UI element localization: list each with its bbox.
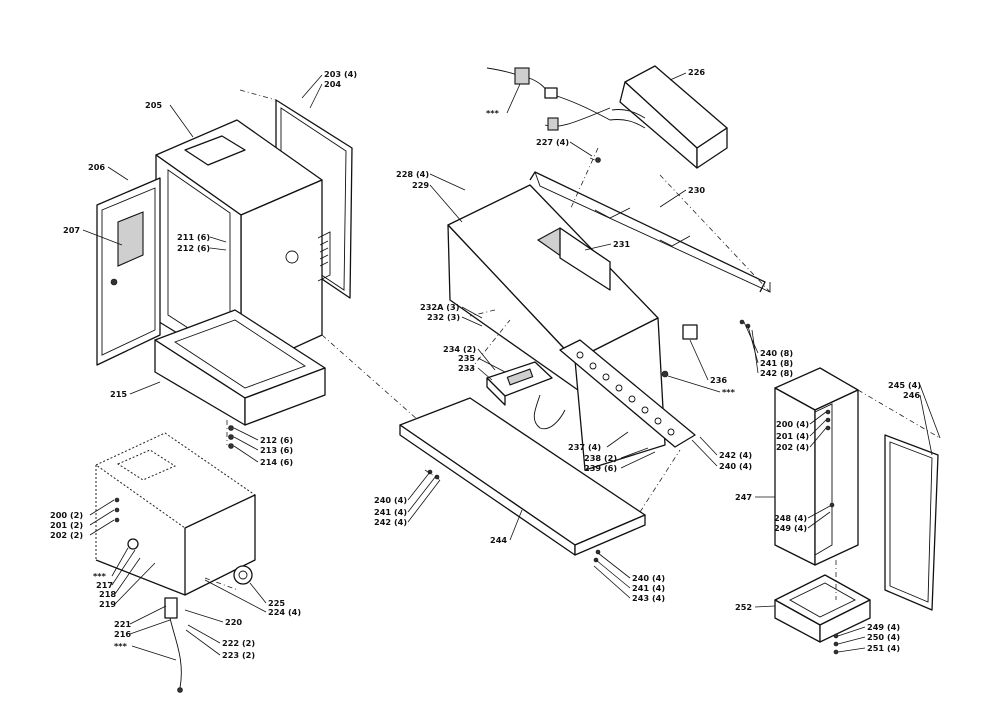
- column-assembly: [739, 319, 941, 655]
- callout-label: 218: [99, 589, 116, 599]
- callout-label: 246: [903, 390, 920, 400]
- callout-label: 232A (3): [420, 302, 460, 312]
- callout-label: 237 (4): [568, 442, 601, 452]
- callout-label: 205: [145, 100, 162, 110]
- callout-label: 202 (2): [50, 530, 83, 540]
- callout-label: 221: [114, 619, 131, 629]
- callout-label: 245 (4): [888, 380, 921, 390]
- leader-lines: [82, 72, 941, 661]
- tray-assembly: [399, 397, 681, 563]
- callout-label: 227 (4): [536, 137, 569, 147]
- callout-label: ***: [93, 571, 107, 581]
- mounting-bracket: [529, 171, 766, 293]
- callout-label: 242 (8): [760, 368, 793, 378]
- callout-label: 240 (4): [632, 573, 665, 583]
- callout-label: 252: [735, 602, 752, 612]
- callout-label: 200 (4): [776, 419, 809, 429]
- cabinet-base-side: [244, 367, 326, 426]
- callout-label: 248 (4): [774, 513, 807, 523]
- callout-label: 241 (4): [632, 583, 665, 593]
- callout-label: 243 (4): [632, 593, 665, 603]
- callout-label: 226: [688, 67, 705, 77]
- callout-label: 236: [710, 375, 727, 385]
- callout-label: 206: [88, 162, 105, 172]
- callout-label: 242 (4): [374, 517, 407, 527]
- module-assembly: [469, 319, 698, 448]
- callout-label: 241 (4): [374, 507, 407, 517]
- callout-label: 213 (6): [260, 445, 293, 455]
- callout-label: 249 (4): [774, 523, 807, 533]
- callout-label: 247: [735, 492, 752, 502]
- callout-label: 216: [114, 629, 131, 639]
- callout-label: 233: [458, 363, 475, 373]
- callout-label: 240 (8): [760, 348, 793, 358]
- callout-label: 225: [268, 598, 285, 608]
- callout-label: 204: [324, 79, 341, 89]
- side-panel: [884, 434, 939, 611]
- callout-label: 200 (2): [50, 510, 83, 520]
- callout-label: 201 (4): [776, 431, 809, 441]
- cabinet-door: [96, 177, 161, 366]
- column-side: [814, 389, 859, 566]
- callout-label: 219: [99, 599, 116, 609]
- callout-label: 229: [412, 180, 429, 190]
- control-box-assembly: [95, 432, 256, 693]
- callout-label: 231: [613, 239, 630, 249]
- callout-label: 215: [110, 389, 127, 399]
- callout-label: 251 (4): [867, 643, 900, 653]
- callout-label: 224 (4): [268, 607, 301, 617]
- callout-label: 244: [490, 535, 507, 545]
- callout-label: 222 (2): [222, 638, 255, 648]
- callout-label: 203 (4): [324, 69, 357, 79]
- conduit-fitting: [233, 565, 253, 585]
- callout-label: 212 (6): [260, 435, 293, 445]
- callout-label: 202 (4): [776, 442, 809, 452]
- callout-label: 239 (6): [584, 463, 617, 473]
- callout-labels: 203 (4) 204 205 206 207 211 (6) 212 (6) …: [50, 67, 921, 660]
- callout-label: ***: [722, 387, 736, 397]
- callout-label: 238 (2): [584, 453, 617, 463]
- callout-label: 249 (4): [867, 622, 900, 632]
- column-front: [774, 387, 816, 566]
- callout-label: 228 (4): [396, 169, 429, 179]
- callout-label: 250 (4): [867, 632, 900, 642]
- callout-label: 212 (6): [177, 243, 210, 253]
- callout-label: 241 (8): [760, 358, 793, 368]
- callout-label: ***: [486, 108, 500, 118]
- callout-label: 207: [63, 225, 80, 235]
- callout-label: 223 (2): [222, 650, 255, 660]
- callout-label: 230: [688, 185, 705, 195]
- callout-label: 234 (2): [443, 344, 476, 354]
- callout-label: 242 (4): [719, 450, 752, 460]
- door-window: [117, 211, 144, 267]
- callout-label: 214 (6): [260, 457, 293, 467]
- callout-label: 240 (4): [719, 461, 752, 471]
- callout-label: 235: [458, 353, 475, 363]
- callout-label: 201 (2): [50, 520, 83, 530]
- callout-label: 220: [225, 617, 242, 627]
- callout-label: 217: [96, 580, 113, 590]
- cabinet-assembly: [96, 89, 419, 449]
- callout-label: 211 (6): [177, 232, 210, 242]
- callout-label: ***: [114, 641, 128, 651]
- hood-assembly: [447, 65, 771, 471]
- callout-label: 232 (3): [427, 312, 460, 322]
- callout-label: 240 (4): [374, 495, 407, 505]
